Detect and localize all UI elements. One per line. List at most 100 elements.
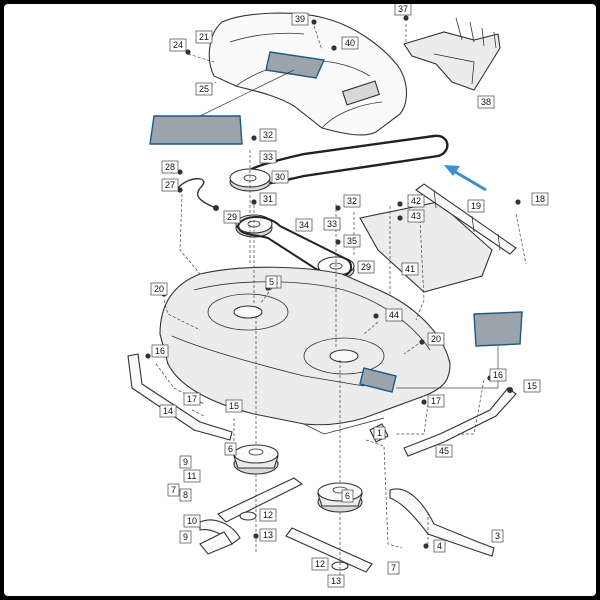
label-text: 9 — [183, 457, 188, 467]
label-text: 1 — [377, 428, 382, 438]
label-text: 33 — [263, 152, 273, 162]
label-35: 35 — [343, 234, 361, 248]
label-text: 25 — [199, 84, 209, 94]
label-text: 30 — [275, 172, 285, 182]
label-41: 41 — [401, 262, 419, 276]
label-7: 7 — [167, 483, 180, 497]
label-text: 19 — [471, 201, 481, 211]
label-44: 44 — [385, 308, 403, 322]
label-text: 44 — [389, 310, 399, 320]
label-text: 15 — [527, 381, 537, 391]
label-text: 20 — [431, 334, 441, 344]
label-33: 33 — [259, 150, 277, 164]
label-3: 3 — [491, 529, 504, 543]
spindle-hub-right — [317, 482, 363, 513]
label-6: 6 — [341, 489, 354, 503]
label-text: 6 — [345, 491, 350, 501]
label-10: 10 — [183, 514, 201, 528]
label-18: 18 — [531, 192, 549, 206]
label-text: 28 — [165, 162, 175, 172]
label-text: 6 — [228, 444, 233, 454]
label-13: 13 — [327, 574, 345, 588]
label-text: 35 — [347, 236, 357, 246]
label-32: 32 — [259, 128, 277, 142]
label-25: 25 — [195, 82, 213, 96]
label-text: 14 — [163, 406, 173, 416]
label-37: 37 — [394, 4, 412, 16]
label-24: 24 — [169, 38, 187, 52]
hatched-detail-left — [149, 115, 243, 145]
label-16: 16 — [489, 368, 507, 382]
label-text: 31 — [263, 194, 273, 204]
label-text: 5 — [269, 277, 274, 287]
label-text: 39 — [295, 14, 305, 24]
blade-right — [285, 527, 373, 573]
label-text: 12 — [263, 510, 273, 520]
label-text: 20 — [154, 284, 164, 294]
label-30: 30 — [271, 170, 289, 184]
label-text: 7 — [391, 563, 396, 573]
label-9: 9 — [179, 530, 192, 544]
label-text: 13 — [263, 530, 273, 540]
spindle-hub-left — [233, 444, 279, 475]
sensor-cable — [177, 178, 217, 209]
label-21: 21 — [195, 30, 213, 44]
label-text: 29 — [361, 262, 371, 272]
label-8: 8 — [179, 488, 192, 502]
label-9: 9 — [179, 455, 192, 469]
label-6: 6 — [224, 442, 237, 456]
label-text: 21 — [199, 32, 209, 42]
label-text: 37 — [398, 4, 408, 14]
label-text: 42 — [411, 196, 421, 206]
label-text: 16 — [493, 370, 503, 380]
label-text: 18 — [535, 194, 545, 204]
label-39: 39 — [291, 12, 309, 26]
label-text: 9 — [183, 532, 188, 542]
label-14: 14 — [159, 404, 177, 418]
label-40: 40 — [341, 36, 359, 50]
label-text: 41 — [405, 264, 415, 274]
label-text: 4 — [437, 541, 442, 551]
label-text: 32 — [263, 130, 273, 140]
label-text: 45 — [439, 446, 449, 456]
label-11: 11 — [183, 469, 201, 483]
label-15: 15 — [225, 399, 243, 413]
label-text: 24 — [173, 40, 183, 50]
hatched-detail-right — [473, 311, 523, 347]
label-text: 15 — [229, 401, 239, 411]
label-4: 4 — [433, 539, 446, 553]
label-16: 16 — [151, 344, 169, 358]
label-31: 31 — [259, 192, 277, 206]
label-15: 15 — [523, 379, 541, 393]
label-42: 42 — [407, 194, 425, 208]
label-text: 32 — [347, 196, 357, 206]
label-text: 40 — [345, 38, 355, 48]
label-5: 5 — [265, 275, 278, 289]
label-text: 38 — [481, 97, 491, 107]
label-43: 43 — [407, 209, 425, 223]
label-text: 34 — [299, 220, 309, 230]
label-text: 29 — [227, 212, 237, 222]
label-29: 29 — [357, 260, 375, 274]
label-text: 13 — [331, 576, 341, 586]
mount-bracket — [403, 17, 501, 91]
right-bumper — [403, 387, 517, 457]
trim-blade — [389, 488, 495, 557]
label-text: 8 — [183, 490, 188, 500]
label-17: 17 — [183, 392, 201, 406]
blade-left — [217, 477, 304, 523]
label-text: 3 — [495, 531, 500, 541]
label-text: 33 — [327, 219, 337, 229]
label-text: 43 — [411, 211, 421, 221]
parts-diagram: 1345566778991011121213131415151616171718… — [127, 4, 549, 588]
label-29: 29 — [223, 210, 241, 224]
diagram-canvas: 1345566778991011121213131415151616171718… — [4, 4, 596, 596]
mower-deck — [159, 266, 451, 435]
label-1: 1 — [373, 426, 386, 440]
guide-rail — [415, 183, 517, 255]
label-13: 13 — [259, 528, 277, 542]
blade-belt — [236, 216, 353, 280]
label-7: 7 — [387, 561, 400, 575]
washer-12-left — [239, 511, 257, 521]
label-38: 38 — [477, 95, 495, 109]
